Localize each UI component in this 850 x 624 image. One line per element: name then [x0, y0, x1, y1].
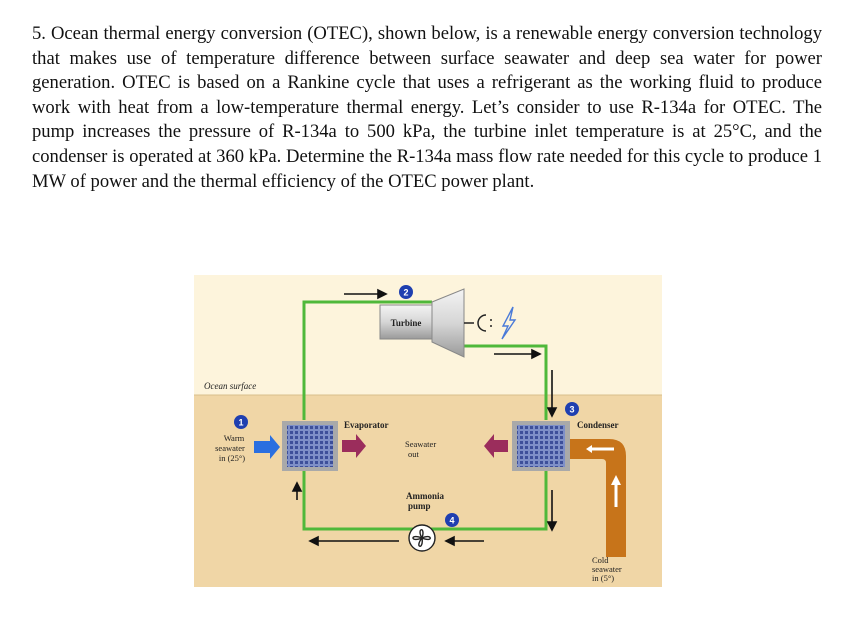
- flow-arrows: [291, 288, 558, 547]
- state-badge-3-text: 3: [569, 405, 574, 415]
- ocean-surface-label: Ocean surface: [204, 381, 256, 391]
- condenser-outlet-arrow: [484, 434, 508, 458]
- state-badge-1: 1: [234, 415, 248, 429]
- state-badge-1-text: 1: [238, 418, 243, 428]
- cold-seawater-label-3: in (5°): [592, 573, 614, 583]
- turbine-label: Turbine: [391, 318, 422, 328]
- problem-statement: 5. Ocean thermal energy conversion (OTEC…: [32, 23, 822, 192]
- pump-icon: [408, 524, 436, 552]
- cold-seawater-label-2: seawater: [592, 564, 622, 574]
- warm-seawater-label-3: in (25°): [219, 453, 245, 463]
- condenser: Condenser: [512, 420, 619, 471]
- condenser-label: Condenser: [577, 420, 619, 430]
- state-badge-4: 4: [445, 513, 459, 527]
- warm-seawater-inlet: Warm seawater in (25°): [215, 433, 280, 463]
- warm-seawater-label-2: seawater: [215, 443, 245, 453]
- cold-seawater-label-1: Cold: [592, 555, 609, 565]
- otec-diagram: Ocean surface Turbine Evaporator: [194, 275, 662, 587]
- state-badge-4-text: 4: [449, 516, 454, 526]
- seawater-out-label-2: out: [408, 449, 420, 459]
- turbine: Turbine: [379, 288, 465, 358]
- evaporator-outlet-arrow: [342, 434, 366, 458]
- seawater-out-label-1: Seawater: [405, 439, 436, 449]
- pump-label-1: Ammonia: [406, 491, 444, 501]
- pump-label-2: pump: [408, 501, 431, 511]
- warm-seawater-label-1: Warm: [224, 433, 245, 443]
- state-badge-2: 2: [399, 285, 413, 299]
- lightning-icon: [501, 306, 517, 340]
- state-badge-3: 3: [565, 402, 579, 416]
- sea-area: [194, 395, 662, 587]
- evaporator-label: Evaporator: [344, 420, 389, 430]
- state-badge-2-text: 2: [403, 288, 408, 298]
- evaporator: Evaporator: [282, 420, 389, 471]
- generator-icon: [464, 314, 492, 332]
- cold-seawater-pipe: Cold seawater in (5°): [570, 439, 626, 583]
